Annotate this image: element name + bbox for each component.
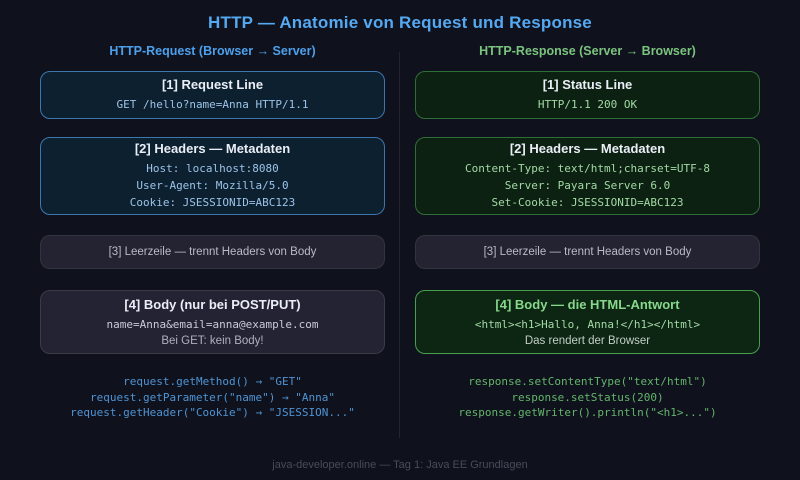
request-body-value: name=Anna&email=anna@example.com: [106, 318, 319, 331]
response-body-title: [4] Body — die HTML-Antwort: [495, 297, 680, 312]
response-code-get-writer: response.getWriter().println("<h1>..."): [458, 406, 717, 419]
response-column-header: HTTP-Response (Server → Browser): [479, 44, 696, 58]
status-line-value: HTTP/1.1 200 OK: [537, 98, 638, 111]
response-header-content-type: Content-Type: text/html;charset=UTF-8: [464, 162, 711, 175]
response-headers-box: [2] Headers — Metadaten Content-Type: te…: [415, 137, 760, 215]
response-header-set-cookie: Set-Cookie: JSESSIONID=ABC123: [491, 196, 684, 209]
request-header-host: Host: localhost:8080: [146, 162, 279, 175]
response-body-value: <html><h1>Hallo, Anna!</h1></html>: [474, 318, 701, 331]
request-line-box: [1] Request Line GET /hello?name=Anna HT…: [40, 71, 385, 119]
footer-credit: java-developer.online — Tag 1: Java EE G…: [272, 459, 528, 471]
response-blank-line-text: [3] Leerzeile — trennt Headers von Body: [483, 246, 692, 258]
response-header-server: Server: Payara Server 6.0: [504, 179, 671, 192]
status-line-title: [1] Status Line: [542, 77, 633, 92]
status-line-box: [1] Status Line HTTP/1.1 200 OK: [415, 71, 760, 119]
response-api-code-block: response.setContentType("text/html") res…: [415, 374, 760, 421]
request-column-header: HTTP-Request (Browser → Server): [109, 44, 316, 58]
request-code-get-header: request.getHeader("Cookie") → "JSESSION.…: [70, 406, 355, 419]
request-body-note: Bei GET: kein Body!: [161, 335, 264, 347]
request-header-user-agent: User-Agent: Mozilla/5.0: [136, 179, 289, 192]
response-code-set-content-type: response.setContentType("text/html"): [468, 375, 707, 388]
request-blank-line-box: [3] Leerzeile — trennt Headers von Body: [40, 235, 385, 269]
request-headers-title: [2] Headers — Metadaten: [134, 141, 291, 156]
response-code-set-status: response.setStatus(200): [511, 390, 664, 404]
request-line-title: [1] Request Line: [161, 77, 264, 92]
request-body-title: [4] Body (nur bei POST/PUT): [124, 297, 301, 312]
request-headers-box: [2] Headers — Metadaten Host: localhost:…: [40, 137, 385, 215]
response-blank-line-box: [3] Leerzeile — trennt Headers von Body: [415, 235, 760, 269]
request-blank-line-text: [3] Leerzeile — trennt Headers von Body: [108, 246, 317, 258]
request-api-code-block: request.getMethod() → "GET" request.getP…: [40, 374, 385, 421]
response-body-box: [4] Body — die HTML-Antwort <html><h1>Ha…: [415, 290, 760, 354]
response-headers-title: [2] Headers — Metadaten: [509, 141, 666, 156]
request-code-get-method: request.getMethod() → "GET": [123, 375, 302, 388]
request-code-get-parameter: request.getParameter("name") → "Anna": [89, 390, 336, 404]
request-column: HTTP-Request (Browser → Server) [1] Requ…: [40, 44, 385, 421]
column-divider: [399, 52, 400, 438]
request-header-cookie: Cookie: JSESSIONID=ABC123: [129, 196, 296, 209]
response-body-note: Das rendert der Browser: [524, 335, 651, 347]
request-line-value: GET /hello?name=Anna HTTP/1.1: [116, 98, 309, 111]
request-body-box: [4] Body (nur bei POST/PUT) name=Anna&em…: [40, 290, 385, 354]
columns-container: HTTP-Request (Browser → Server) [1] Requ…: [0, 44, 800, 421]
page-title: HTTP — Anatomie von Request und Response: [208, 13, 592, 32]
response-column: HTTP-Response (Server → Browser) [1] Sta…: [415, 44, 760, 421]
